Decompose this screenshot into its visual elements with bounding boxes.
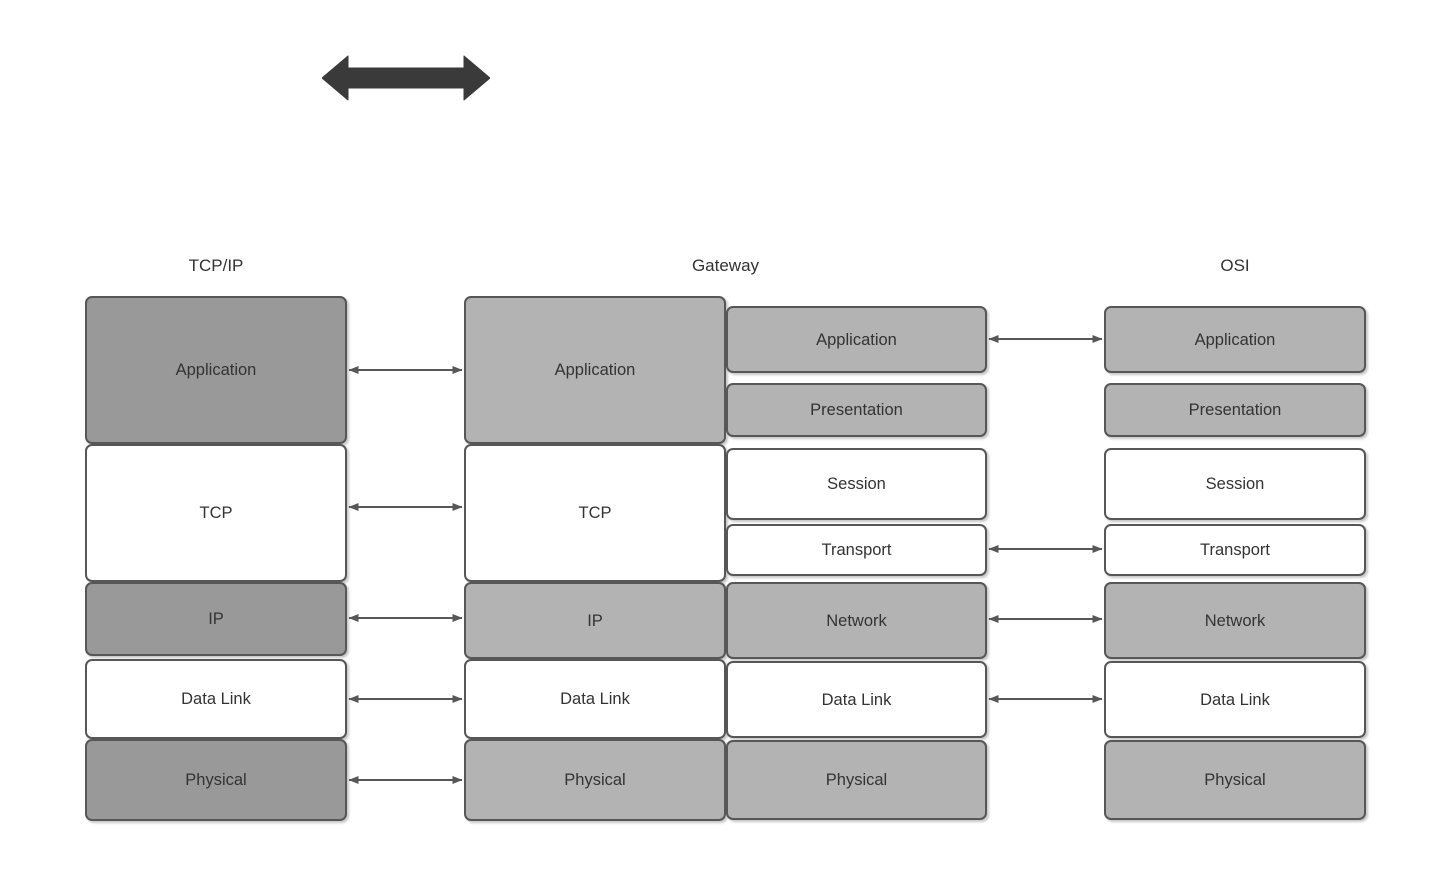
gateway-right-layer-physical[interactable]: Physical [726,740,987,820]
tcpip-layer-tcp[interactable]: TCP [85,444,347,582]
double-headed-arrow-icon [322,55,490,101]
osi-layer-application[interactable]: Application [1104,306,1366,373]
gateway-right-layer-application[interactable]: Application [726,306,987,373]
osi-layer-physical[interactable]: Physical [1104,740,1366,820]
column-title-gateway: Gateway [691,256,760,275]
tcpip-layer-physical[interactable]: Physical [85,739,347,821]
gateway-right-layer-data-link[interactable]: Data Link [726,661,987,738]
gateway-right-layer-transport[interactable]: Transport [726,524,987,576]
tcpip-layer-application[interactable]: Application [85,296,347,444]
gateway-left-layer-physical[interactable]: Physical [464,739,726,821]
gateway-left-layer-tcp[interactable]: TCP [464,444,726,582]
gateway-left-layer-ip[interactable]: IP [464,582,726,659]
tcpip-layer-data-link[interactable]: Data Link [85,659,347,739]
tcpip-layer-ip[interactable]: IP [85,582,347,656]
column-title-tcpip: TCP/IP [188,256,244,275]
gateway-left-layer-application[interactable]: Application [464,296,726,444]
osi-layer-session[interactable]: Session [1104,448,1366,520]
column-title-osi: OSI [1220,256,1250,275]
osi-layer-data-link[interactable]: Data Link [1104,661,1366,738]
gateway-left-layer-data-link[interactable]: Data Link [464,659,726,739]
osi-layer-presentation[interactable]: Presentation [1104,383,1366,437]
gateway-right-layer-session[interactable]: Session [726,448,987,520]
osi-layer-transport[interactable]: Transport [1104,524,1366,576]
gateway-right-layer-presentation[interactable]: Presentation [726,383,987,437]
osi-layer-network[interactable]: Network [1104,582,1366,659]
gateway-right-layer-network[interactable]: Network [726,582,987,659]
